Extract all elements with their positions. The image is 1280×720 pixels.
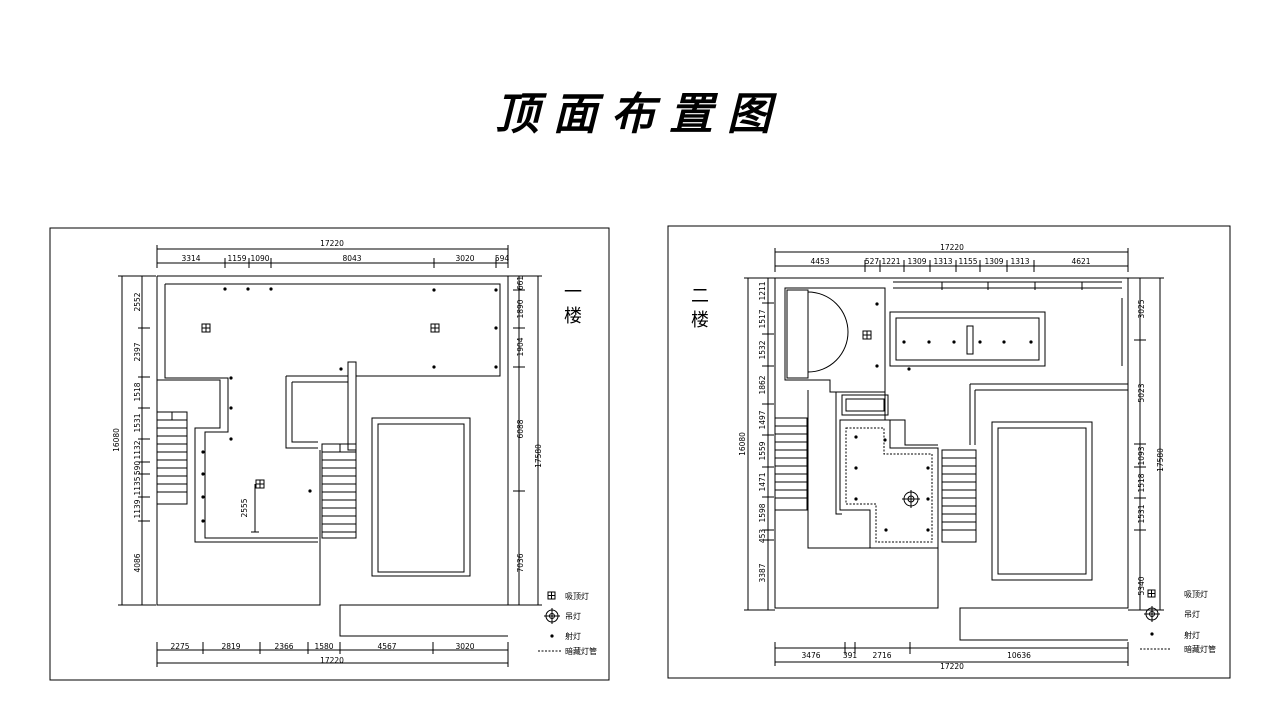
plan1-top-dim: 8043 — [342, 254, 361, 263]
plan2-left-dim: 1211 — [758, 281, 767, 300]
plan-second-floor — [667, 225, 1231, 679]
plan2-top-dim: 527 — [865, 257, 880, 266]
plan2-left-dim: 1471 — [758, 472, 767, 491]
legend-pendant-lamp-label: 吊灯 — [565, 611, 581, 621]
plan2-left-dim: 1532 — [758, 340, 767, 359]
legend-pendant-lamp-label: 吊灯 — [1184, 609, 1200, 619]
plan1-right-dim: 1904 — [516, 337, 525, 356]
plan2-bottom-total: 17220 — [940, 662, 964, 671]
legend-ceiling-lamp-label: 吸顶灯 — [1184, 589, 1208, 599]
plan1-stairs-middle — [321, 443, 357, 539]
plan2-right-dim: 5340 — [1137, 576, 1146, 595]
legend-spot-lamp-label: 射灯 — [565, 631, 581, 641]
plan2-bottom-dim: 10636 — [1007, 651, 1031, 660]
plan1-right-dim: 661 — [516, 276, 525, 291]
plan1-top-dim: 3314 — [181, 254, 200, 263]
plan1-bottom-dim: 2275 — [170, 642, 189, 651]
plan1-bottom-total: 17220 — [320, 656, 344, 665]
plan1-ceiling-lamps — [201, 323, 440, 489]
plan1-frame — [49, 227, 610, 681]
plan1-left-dim: 1132 — [133, 440, 142, 459]
plan1-left-dim: 1139 — [133, 499, 142, 518]
plan2-left-dim: 1517 — [758, 309, 767, 328]
plan1-left-dim: 590 — [133, 461, 142, 476]
plan2-stairs-left — [774, 417, 808, 511]
plan2-frame — [667, 225, 1231, 679]
plan1-left-dim: 1531 — [133, 413, 142, 432]
plan2-left-dim: 1862 — [758, 375, 767, 394]
plan-first-floor — [49, 227, 610, 681]
plan2-top-dim: 1309 — [907, 257, 926, 266]
plan2-top-dim: 4621 — [1071, 257, 1090, 266]
plan2-left-dim: 1598 — [758, 503, 767, 522]
plan2-top-dim: 1309 — [984, 257, 1003, 266]
plan1-stairs-left — [156, 411, 188, 505]
plan1-left-dim: 4086 — [133, 553, 142, 572]
plan2-top-dim: 4453 — [810, 257, 829, 266]
plan1-inner-dim: 2555 — [240, 498, 249, 517]
plan2-left-dim: 3387 — [758, 563, 767, 582]
plan2-pendant-lamp — [902, 490, 920, 508]
plan2-right-dim: 5023 — [1137, 383, 1146, 402]
plan1-left-dim: 2397 — [133, 342, 142, 361]
page-title: 顶面布置图 — [495, 89, 785, 140]
plan2-ceiling-lamp — [862, 330, 872, 340]
plan1-right-total: 17580 — [534, 444, 543, 468]
plan1-floor-label: 楼 — [564, 306, 582, 327]
plan1-right-dim: 1890 — [516, 299, 525, 318]
plan2-top-total: 17220 — [940, 243, 964, 252]
plan2-floor-label: 楼 — [691, 310, 709, 331]
plan2-right-total: 17580 — [1156, 448, 1165, 472]
plan2-right-dim: 1093 — [1137, 446, 1146, 465]
plan2-top-dim: 1221 — [881, 257, 900, 266]
plan2-left-total: 16080 — [738, 432, 747, 456]
plan2-left-dim: 1497 — [758, 410, 767, 429]
plan2-stairs-middle — [941, 449, 977, 543]
legend-spot-lamp-label: 射灯 — [1184, 630, 1200, 640]
plan2-bottom-dim: 3476 — [801, 651, 820, 660]
plan1-left-dim: 2552 — [133, 292, 142, 311]
plan1-bottom-dim: 3020 — [455, 642, 474, 651]
plan1-bottom-dim: 1580 — [314, 642, 333, 651]
plan2-top-dim: 1313 — [1010, 257, 1029, 266]
plan1-floor-label: 一 — [564, 282, 582, 303]
plan1-left-total: 16080 — [112, 428, 121, 452]
plan2-bottom-dim: 2716 — [872, 651, 891, 660]
plan1-bottom-dim: 2819 — [221, 642, 240, 651]
plan2-floor-label: 二 — [691, 286, 709, 307]
plan2-right-dim: 3025 — [1137, 299, 1146, 318]
plan1-spot-lamps — [201, 287, 498, 523]
legend-ceiling-lamp-label: 吸顶灯 — [565, 591, 589, 601]
plan1-top-dim: 1159 — [227, 254, 246, 263]
plan1-top-dim: 594 — [495, 254, 510, 263]
legend-hidden-tube-label: 暗藏灯管 — [565, 646, 597, 656]
plan2-right-dim: 1518 — [1137, 473, 1146, 492]
plan1-left-dim: 1135 — [133, 476, 142, 495]
plan1-right-dim: 7036 — [516, 553, 525, 572]
plan1-legend: 吸顶灯 吊灯 射灯 暗藏灯管 — [538, 591, 597, 656]
plan1-top-total: 17220 — [320, 239, 344, 248]
plan2-bottom-dim: 391 — [843, 651, 858, 660]
plan2-top-dim: 1155 — [958, 257, 977, 266]
plan2-left-dim: 453 — [758, 529, 767, 544]
plan1-bottom-dim: 4567 — [377, 642, 396, 651]
legend-hidden-tube-label: 暗藏灯管 — [1184, 644, 1216, 654]
plan1-top-dim: 1090 — [250, 254, 269, 263]
plan1-right-dim: 6088 — [516, 419, 525, 438]
plan1-top-dim: 3020 — [455, 254, 474, 263]
plan1-bottom-dim: 2366 — [274, 642, 293, 651]
plan2-right-dim: 1531 — [1137, 504, 1146, 523]
plan2-left-dim: 1559 — [758, 441, 767, 460]
plan2-legend: 吸顶灯 吊灯 射灯 暗藏灯管 — [1140, 589, 1216, 654]
plan2-top-dim: 1313 — [933, 257, 952, 266]
plan1-left-dim: 1518 — [133, 382, 142, 401]
plan2-spot-lamps — [854, 302, 1033, 532]
